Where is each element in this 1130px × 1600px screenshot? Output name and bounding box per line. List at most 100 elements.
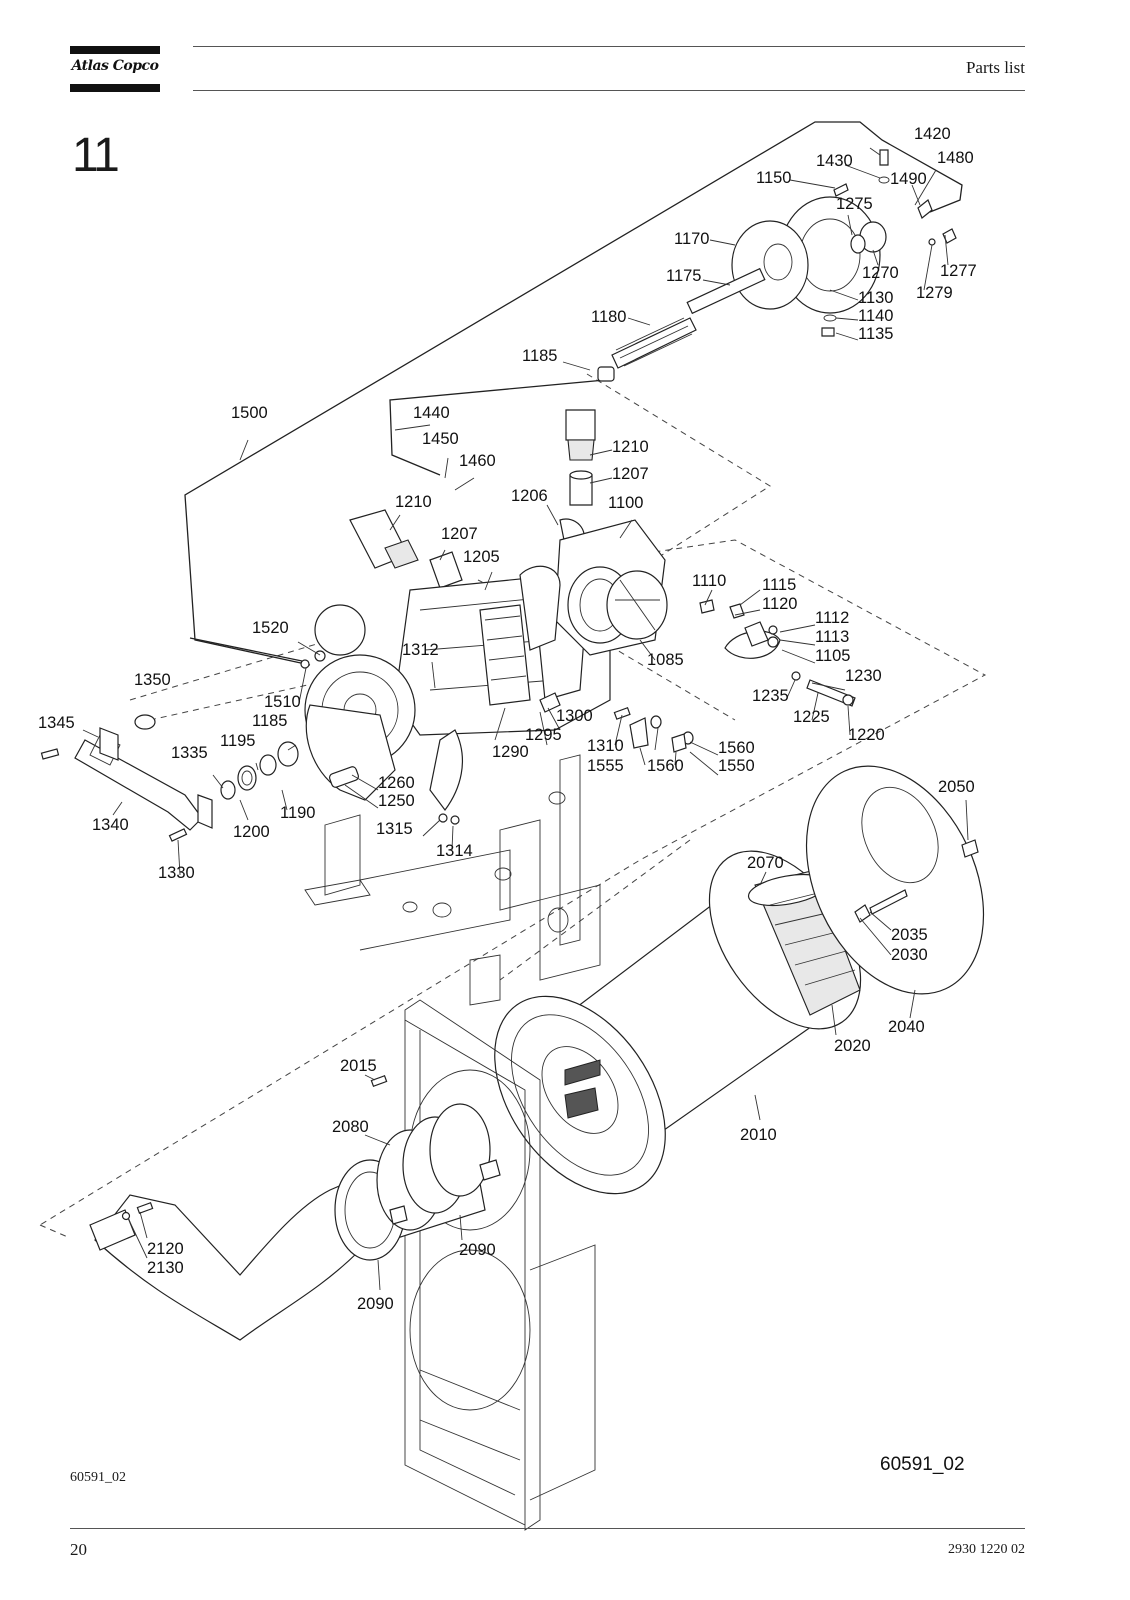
filter-cover <box>805 765 985 995</box>
callout-1135: 1135 <box>858 325 893 343</box>
callout-1420: 1420 <box>914 125 951 143</box>
callout-2020: 2020 <box>834 1037 871 1055</box>
minimum-pressure-valve-parts <box>220 650 326 800</box>
callout-1210: 1210 <box>612 438 649 456</box>
callout-1206: 1206 <box>511 487 548 505</box>
callout-1275: 1275 <box>836 195 873 213</box>
callout-2070: 2070 <box>747 854 784 872</box>
callout-1113: 1113 <box>815 628 849 646</box>
callout-1340: 1340 <box>92 816 129 834</box>
callout-1480: 1480 <box>937 149 974 167</box>
header-bottom-rule <box>193 90 1025 91</box>
callout-1490: 1490 <box>890 170 927 188</box>
logo-top-bar <box>70 46 160 54</box>
callout-2090: 2090 <box>459 1241 496 1259</box>
callout-1450: 1450 <box>422 430 459 448</box>
callout-1250: 1250 <box>378 792 415 810</box>
callout-1440: 1440 <box>413 404 450 422</box>
callout-1195: 1195 <box>220 732 255 750</box>
callout-1350: 1350 <box>134 671 171 689</box>
callout-1185: 1185 <box>522 347 557 365</box>
callout-1130: 1130 <box>858 289 893 307</box>
callout-1205: 1205 <box>463 548 500 566</box>
page-number: 20 <box>70 1540 87 1559</box>
hose-1500 <box>184 121 963 666</box>
callout-1112: 1112 <box>815 609 849 627</box>
logo-wordmark: Atlas Copco <box>71 58 159 74</box>
callout-1312: 1312 <box>402 641 439 659</box>
callout-1315: 1315 <box>376 820 413 838</box>
callout-1180: 1180 <box>591 308 626 326</box>
callout-1220: 1220 <box>848 726 885 744</box>
callout-1140: 1140 <box>858 307 893 325</box>
callout-1100: 1100 <box>608 494 643 512</box>
logo-bottom-bar <box>70 84 160 92</box>
callout-1230: 1230 <box>845 667 882 685</box>
callout-1207: 1207 <box>441 525 478 543</box>
section-title: Parts list <box>965 58 1025 77</box>
callout-1115: 1115 <box>762 576 796 594</box>
callout-2040: 2040 <box>888 1018 925 1036</box>
callout-1207: 1207 <box>612 465 649 483</box>
support-frame <box>304 754 601 1006</box>
callout-1270: 1270 <box>862 264 899 282</box>
section-number: 11 <box>72 129 120 182</box>
atlas-copco-logo: Atlas Copco <box>70 46 160 92</box>
callout-1295: 1295 <box>525 726 562 744</box>
callout-1110: 1110 <box>692 572 726 590</box>
callout-1175: 1175 <box>666 267 701 285</box>
callout-2120: 2120 <box>147 1240 184 1258</box>
drawing-code-right: 60591_02 <box>880 1454 965 1475</box>
hose-1440 <box>389 379 606 476</box>
callout-1185: 1185 <box>252 712 287 730</box>
callout-1430: 1430 <box>816 152 853 170</box>
callout-1460: 1460 <box>459 452 496 470</box>
header-top-rule <box>193 46 1025 47</box>
callout-1279: 1279 <box>916 284 953 302</box>
callout-1085: 1085 <box>647 651 684 669</box>
callout-2010: 2010 <box>740 1126 777 1144</box>
callout-1170: 1170 <box>674 230 709 248</box>
callout-1200: 1200 <box>233 823 270 841</box>
callout-1120: 1120 <box>762 595 797 613</box>
drain-fittings <box>438 692 694 825</box>
callout-1277: 1277 <box>940 262 977 280</box>
inlet-valve-housing <box>519 519 668 656</box>
drawing-code-left: 60591_02 <box>70 1470 126 1485</box>
callout-1105: 1105 <box>815 647 850 665</box>
callout-1330: 1330 <box>158 864 195 882</box>
callout-1500: 1500 <box>231 404 268 422</box>
callout-2090: 2090 <box>357 1295 394 1313</box>
callout-2050: 2050 <box>938 778 975 796</box>
callout-2130: 2130 <box>147 1259 184 1277</box>
callout-1225: 1225 <box>793 708 830 726</box>
unloader-valve-assembly <box>597 149 957 382</box>
callout-1310: 1310 <box>587 737 624 755</box>
intake-hose <box>89 1075 501 1341</box>
footer-rule <box>70 1528 1025 1529</box>
callout-1314: 1314 <box>436 842 473 860</box>
callout-1335: 1335 <box>171 744 208 762</box>
callout-1290: 1290 <box>492 743 529 761</box>
callout-1345: 1345 <box>38 714 75 732</box>
callout-2015: 2015 <box>340 1057 377 1075</box>
callout-2035: 2035 <box>891 926 928 944</box>
outlet-pipe-1340 <box>40 714 213 842</box>
callout-2080: 2080 <box>332 1118 369 1136</box>
leader-lines <box>82 147 969 1291</box>
callout-1560: 1560 <box>647 757 684 775</box>
callout-1235: 1235 <box>752 687 789 705</box>
callout-2030: 2030 <box>891 946 928 964</box>
callout-1190: 1190 <box>280 804 315 822</box>
callout-1555: 1555 <box>587 757 624 775</box>
document-number: 2930 1220 02 <box>948 1542 1025 1557</box>
callout-1300: 1300 <box>556 707 593 725</box>
callout-1560: 1560 <box>718 739 755 757</box>
callout-1510: 1510 <box>264 693 301 711</box>
callout-1210: 1210 <box>395 493 432 511</box>
callout-1550: 1550 <box>718 757 755 775</box>
callout-1520: 1520 <box>252 619 289 637</box>
callout-1260: 1260 <box>378 774 415 792</box>
